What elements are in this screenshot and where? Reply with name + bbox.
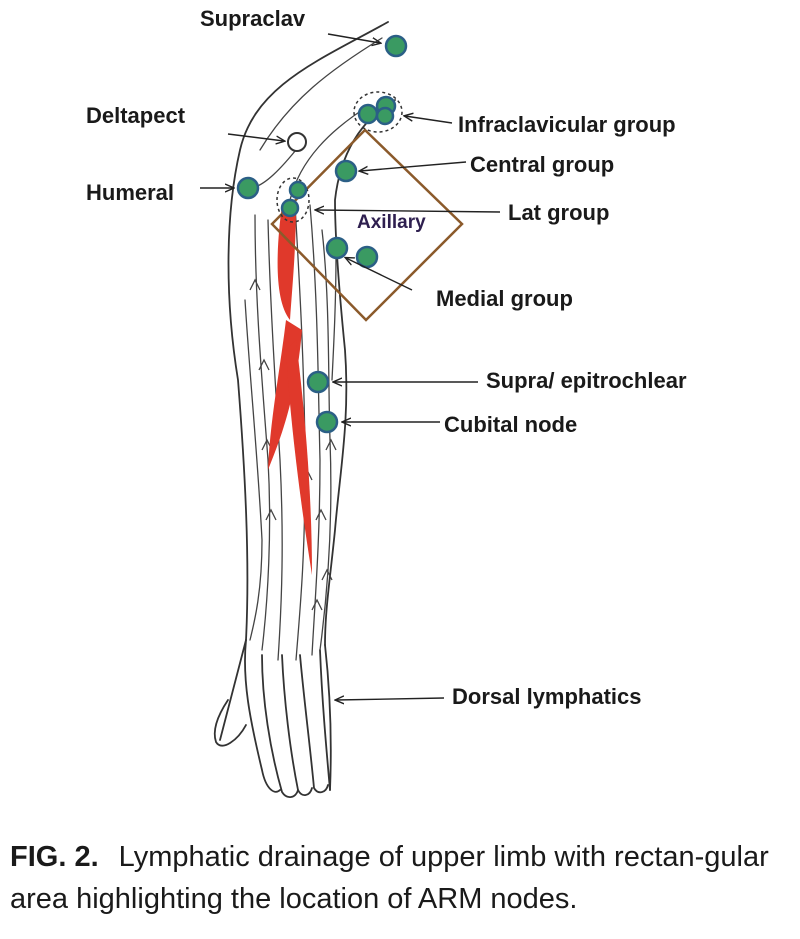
label-infraclavicular-group: Infraclavicular group [458, 112, 676, 137]
label-dorsal-lymphatics: Dorsal lymphatics [452, 684, 642, 709]
label-deltapect: Deltapect [86, 103, 186, 128]
medial-node-1 [325, 236, 349, 260]
label-humeral: Humeral [86, 180, 174, 205]
central-node [334, 159, 358, 183]
figure-caption: FIG. 2.Lymphatic drainage of upper limb … [10, 836, 790, 920]
label-supra-epitrochlear: Supra/ epitrochlear [486, 368, 687, 393]
cubital-node [315, 410, 339, 434]
label-central-group: Central group [470, 152, 614, 177]
supra-epitrochlear-node [306, 370, 330, 394]
lateral-node-1 [288, 180, 308, 200]
label-cubital-node: Cubital node [444, 412, 577, 437]
humeral-node [236, 176, 260, 200]
figure-number: FIG. 2. [10, 841, 99, 873]
label-supraclav: Supraclav [200, 6, 306, 31]
infraclavicular-node-3 [375, 106, 395, 126]
caption-text: Lymphatic drainage of upper limb with re… [10, 841, 769, 915]
label-lat-group: Lat group [508, 200, 609, 225]
deltopectoral-node [287, 132, 307, 152]
lymphatic-vessels [244, 37, 383, 661]
node-group-outlines [276, 91, 403, 223]
supraclavicular-node [384, 34, 408, 58]
arm-lymphatic-diagram: Supraclav Deltapect Humeral Infraclavicu… [86, 6, 687, 798]
medial-node-2 [355, 245, 379, 269]
infraclavicular-node-1 [357, 103, 379, 125]
lateral-node-2 [280, 198, 300, 218]
label-pointers [200, 33, 501, 700]
label-axillary: Axillary [357, 212, 426, 233]
red-vessels [268, 205, 312, 575]
label-medial-group: Medial group [436, 286, 573, 311]
